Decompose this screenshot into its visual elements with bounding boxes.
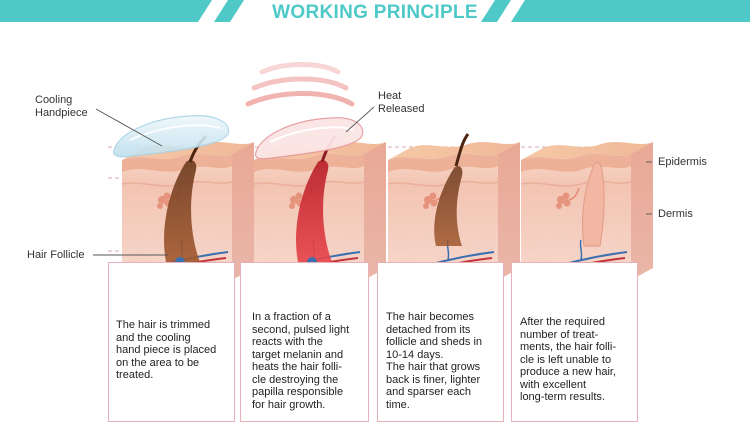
label-epidermis: Epidermis xyxy=(658,156,707,168)
page-title: WORKING PRINCIPLE xyxy=(272,2,478,23)
label-heat-released: Heat Released xyxy=(378,90,425,115)
header-banner xyxy=(0,0,750,22)
step-panel-4 xyxy=(511,262,638,422)
heat-waves xyxy=(245,62,355,107)
banner-left-stripe xyxy=(214,0,244,22)
label-cooling-handpiece: Cooling Handpiece xyxy=(35,94,88,119)
label-hair-follicle: Hair Follicle xyxy=(27,249,85,261)
banner-left-bar xyxy=(0,0,212,22)
step-panel-1 xyxy=(108,262,235,422)
step-panel-2 xyxy=(240,262,369,422)
banner-right-bar xyxy=(511,0,750,22)
banner-right-stripe xyxy=(481,0,511,22)
label-dermis: Dermis xyxy=(658,208,693,220)
step-panel-3 xyxy=(377,262,504,422)
